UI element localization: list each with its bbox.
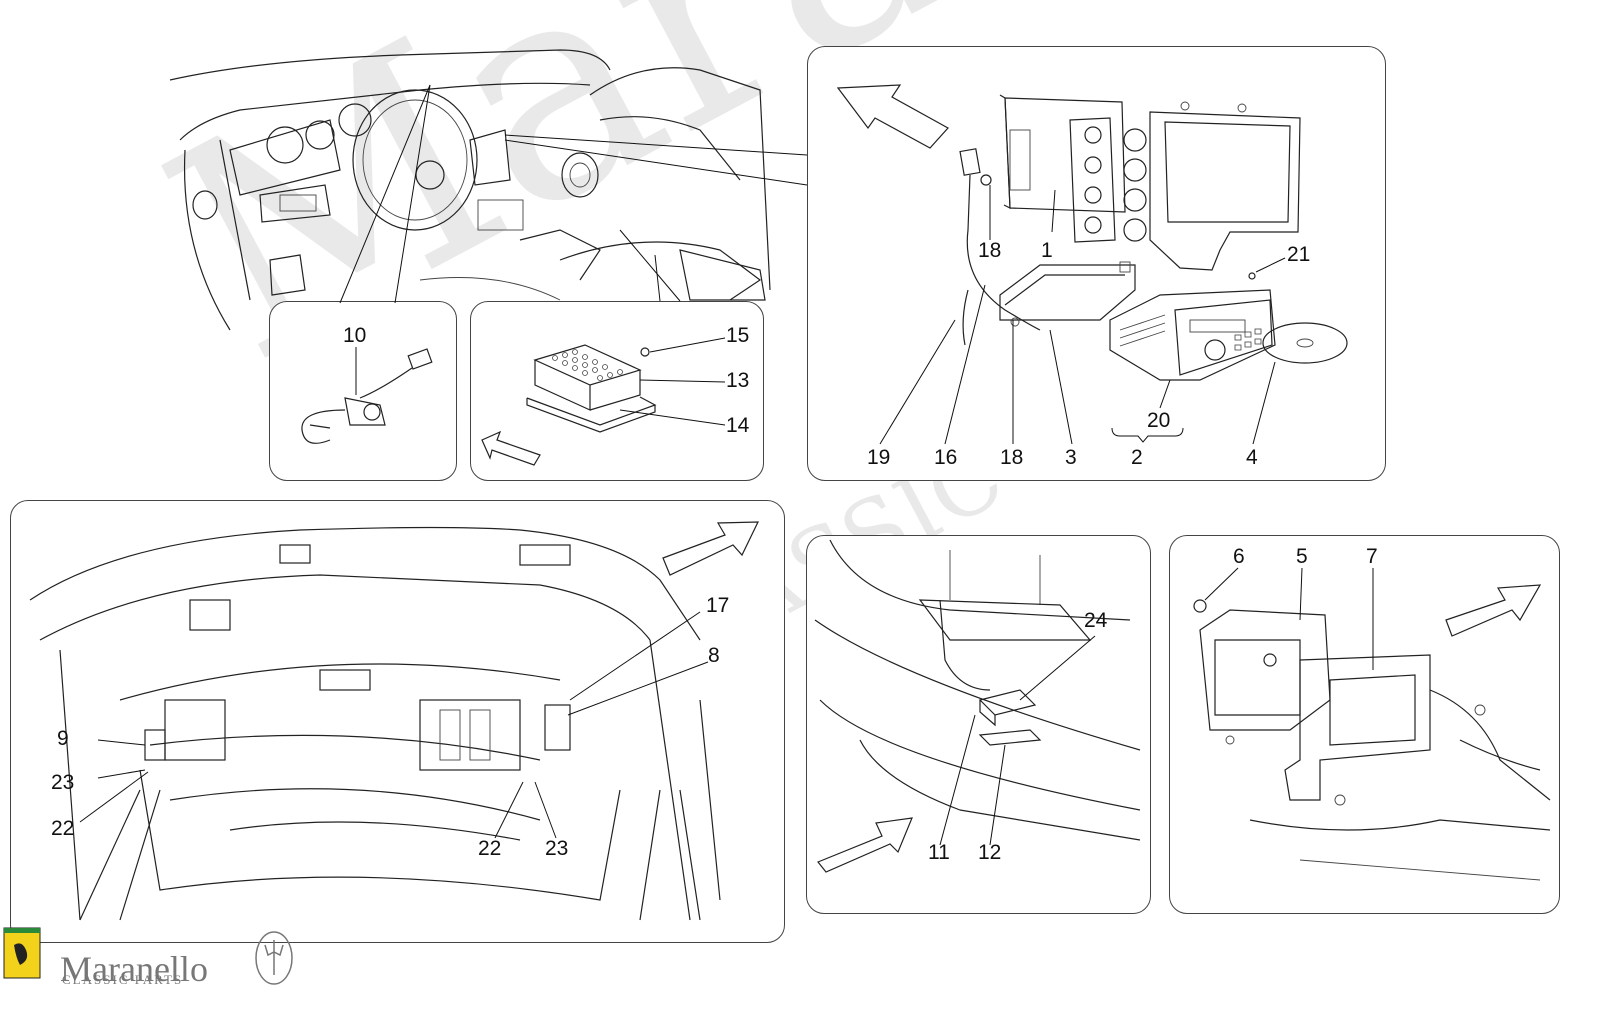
callout-label-17: 17 xyxy=(706,594,730,617)
callout-label-19: 19 xyxy=(867,446,891,469)
bracket-part-12 xyxy=(978,729,1042,746)
callout-label-6: 6 xyxy=(1233,545,1245,568)
antenna-part-10 xyxy=(301,348,433,444)
detail-panel-amplifier xyxy=(470,301,764,481)
callout-label-23-left: 23 xyxy=(51,771,75,794)
module-part-8 xyxy=(544,704,571,751)
radio-unit-part-20 xyxy=(1109,289,1276,381)
module-part-24 xyxy=(978,689,1037,727)
callout-label-3: 3 xyxy=(1065,446,1077,469)
callout-label-11: 11 xyxy=(928,841,950,864)
callout-label-15: 15 xyxy=(726,324,750,347)
direction-arrow-icon xyxy=(481,430,541,466)
callout-label-5: 5 xyxy=(1296,545,1308,568)
callout-label-4: 4 xyxy=(1246,446,1258,469)
callout-label-7: 7 xyxy=(1366,545,1378,568)
module-part-9 xyxy=(144,729,166,761)
control-panel xyxy=(1069,117,1147,243)
callout-label-8: 8 xyxy=(708,644,720,667)
trunk-floor-illustration xyxy=(814,539,1141,841)
callout-label-1: 1 xyxy=(1041,239,1053,262)
bracket-part-3 xyxy=(999,261,1136,327)
callout-label-10: 10 xyxy=(343,324,367,347)
cd-part-4 xyxy=(1262,322,1348,364)
callout-label-9: 9 xyxy=(57,727,69,750)
callout-label-20: 20 xyxy=(1147,409,1171,432)
screw-part-21 xyxy=(1248,272,1256,280)
callout-label-13: 13 xyxy=(726,369,750,392)
callout-label-18-lower: 18 xyxy=(1000,446,1024,469)
callout-label-16: 16 xyxy=(934,446,958,469)
callout-label-24: 24 xyxy=(1084,609,1108,632)
callout-label-2: 2 xyxy=(1131,446,1143,469)
direction-arrow-icon xyxy=(662,521,759,576)
screw-part-18-upper xyxy=(980,174,992,186)
detail-panel-trunk-module xyxy=(806,535,1151,914)
nav-module-part-5 xyxy=(1199,609,1331,745)
brace-part-2 xyxy=(1111,427,1184,443)
direction-arrow-icon xyxy=(836,84,949,149)
detail-panel-nav-module xyxy=(1169,535,1560,914)
brand-subtitle: CLASSIC PARTS xyxy=(62,972,184,987)
ferrari-badge-icon xyxy=(3,927,41,979)
callout-label-12: 12 xyxy=(978,841,1002,864)
callout-label-22-left: 22 xyxy=(51,817,75,840)
detail-panel-antenna xyxy=(269,301,457,481)
callout-label-18-upper: 18 xyxy=(978,239,1002,262)
direction-arrow-icon xyxy=(817,817,913,873)
amplifier-part-14 xyxy=(526,337,726,433)
direction-arrow-icon xyxy=(1445,584,1542,637)
detail-panel-trunk-lid xyxy=(10,500,785,943)
car-floor-illustration xyxy=(1249,689,1551,881)
display-part-1 xyxy=(999,94,1126,213)
cable-part-19 xyxy=(959,148,1041,346)
callout-label-14: 14 xyxy=(726,414,750,437)
trunk-lid-illustration xyxy=(29,526,721,921)
callout-label-21: 21 xyxy=(1287,243,1311,266)
maserati-trident-icon xyxy=(255,931,293,985)
bracket-part-7 xyxy=(1284,654,1431,801)
callout-label-22-right: 22 xyxy=(478,837,502,860)
callout-label-23-right: 23 xyxy=(545,837,569,860)
brand-logo-text: Maranello xyxy=(60,949,208,989)
screw-part-6 xyxy=(1193,599,1207,613)
bezel-frame xyxy=(1149,101,1301,271)
dashboard-illustration xyxy=(169,49,808,331)
